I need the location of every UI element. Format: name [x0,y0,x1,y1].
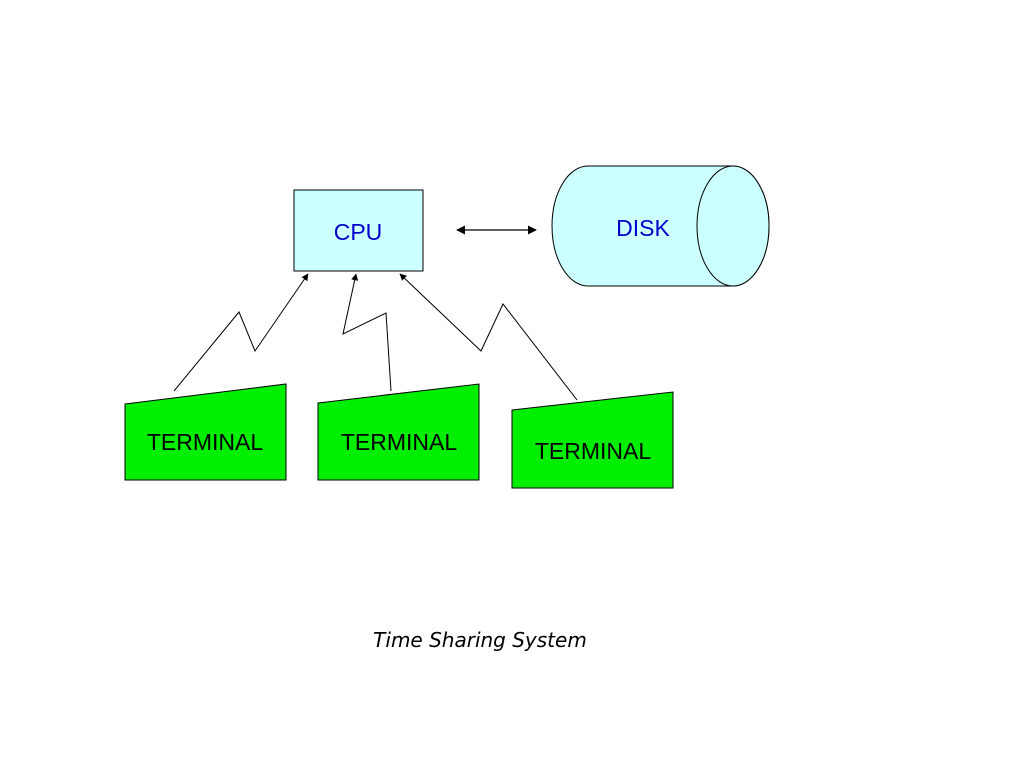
terminal-1-label: TERMINAL [147,429,264,455]
terminal-3-label: TERMINAL [535,438,652,464]
terminal-1-shape [124,383,287,481]
link-terminal-1 [173,273,309,392]
link-terminal-3 [399,273,578,401]
disk-end-cap [696,165,770,287]
cpu-node: CPU [293,189,424,272]
disk-node: DISK [551,165,770,287]
terminal-2-label: TERMINAL [341,429,458,455]
cpu-box [293,189,424,272]
terminal-2-shape [317,383,480,481]
link-terminal-2 [342,273,392,392]
terminal-1: TERMINAL [124,383,287,481]
cpu-label: CPU [334,219,383,245]
diagram-caption: Time Sharing System [373,628,587,652]
terminal-3: TERMINAL [511,391,674,489]
terminal-3-shape [511,391,674,489]
terminal-2: TERMINAL [317,383,480,481]
disk-label: DISK [616,215,670,241]
